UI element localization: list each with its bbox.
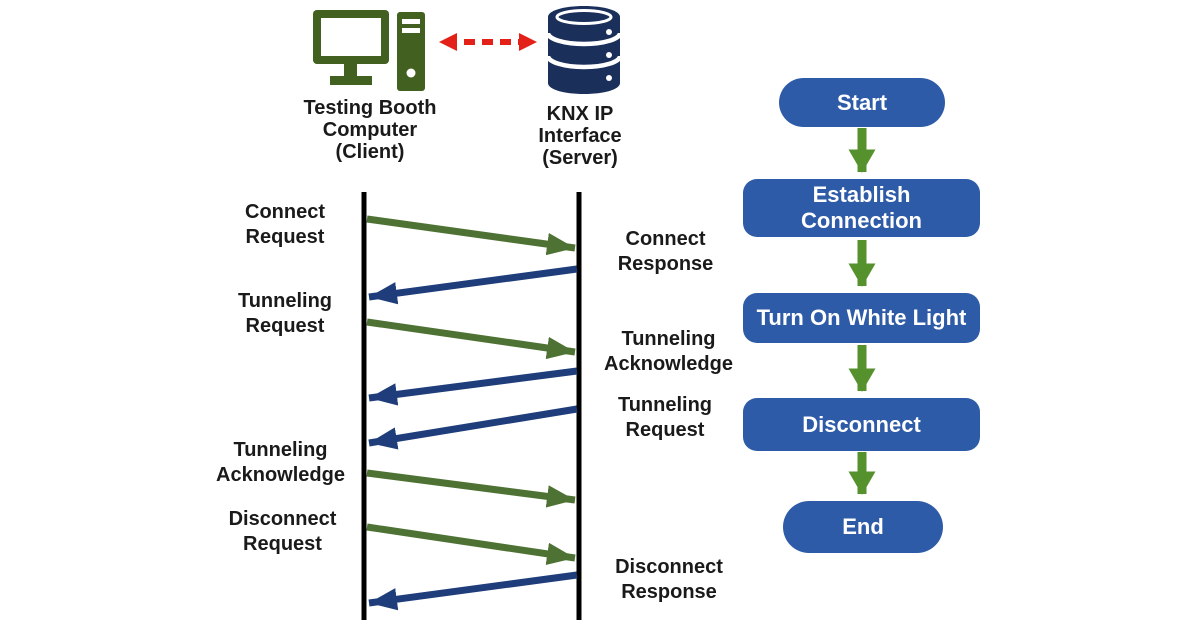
label-tunneling-acknowledge-left: Tunneling Acknowledge: [216, 439, 345, 486]
flow-node-establish-connection: Establish Connection: [743, 179, 980, 237]
arrow-tunneling-acknowledge-client: [366, 469, 576, 508]
arrow-connect-response: [368, 265, 578, 305]
server-label-line: KNX IP: [546, 103, 614, 125]
red-dashed-double-arrow-icon: [439, 33, 537, 51]
flow-node-disconnect: Disconnect: [743, 398, 980, 451]
server-label-line: (Server): [542, 147, 618, 169]
flow-node-end: End: [783, 501, 943, 553]
label-disconnect-response: Disconnect Response: [615, 556, 723, 603]
flow-node-start: Start: [779, 78, 945, 127]
arrow-disconnect-response: [368, 571, 578, 611]
label-tunneling-acknowledge-right: Tunneling Acknowledge: [604, 328, 733, 375]
label-tunneling-request-left: Tunneling Request: [237, 290, 333, 337]
database-icon: [546, 6, 622, 94]
flow-node-turn-on-white-light: Turn On White Light: [743, 293, 980, 343]
label-connect-request: Connect Request: [245, 201, 325, 248]
arrow-tunneling-request-server: [368, 405, 578, 450]
label-connect-response: Connect Response: [617, 228, 714, 275]
label-tunneling-request-right: Tunneling Request: [617, 394, 713, 441]
client-actor-label: Testing Booth Computer (Client): [280, 97, 460, 163]
server-actor-label: KNX IP Interface (Server): [500, 103, 660, 169]
arrow-tunneling-acknowledge-server: [368, 367, 578, 406]
arrow-disconnect-request: [366, 523, 576, 565]
arrow-connect-request: [366, 215, 576, 256]
client-label-line: Testing Booth: [303, 97, 437, 119]
client-label-line: (Client): [335, 141, 405, 163]
label-disconnect-request: Disconnect Request: [228, 508, 337, 555]
client-label-line: Computer: [322, 119, 418, 141]
arrow-tunneling-request-client: [366, 318, 576, 360]
server-label-line: Interface: [538, 125, 622, 147]
desktop-computer-icon: [313, 10, 425, 91]
